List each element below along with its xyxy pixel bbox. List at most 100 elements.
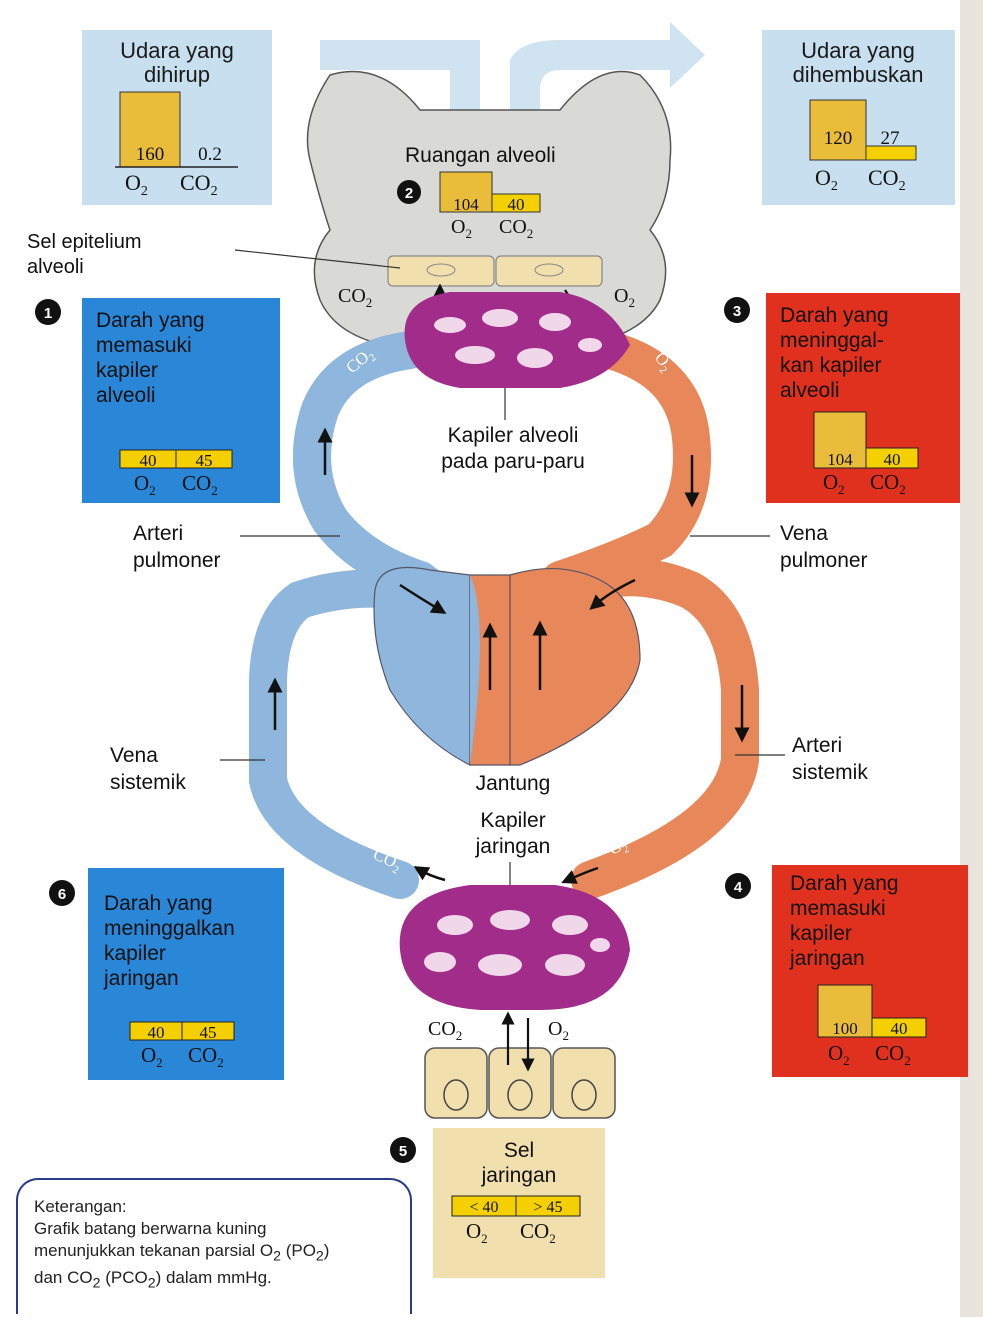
exhaled-co2-value: 27 <box>881 128 900 149</box>
svg-text:CO2: CO2 <box>520 1219 556 1246</box>
alveolar-o2-label: O2 <box>451 216 472 241</box>
svg-text:40: 40 <box>884 450 901 469</box>
svg-text:Darah yang: Darah yang <box>96 309 205 332</box>
alveolar-capillary-label-2: pada paru-paru <box>441 450 585 473</box>
systemic-vein-label-1: Vena <box>110 744 158 767</box>
svg-text:3: 3 <box>733 303 741 320</box>
inhaled-o2-bar <box>119 91 181 168</box>
svg-text:Darah yang: Darah yang <box>780 304 889 327</box>
box-1-blood-entering-alveolar-capillary: 1 Darah yang memasuki kapiler alveoli 40… <box>35 298 280 503</box>
svg-text:Darah yang: Darah yang <box>104 892 213 915</box>
svg-text:jaringan: jaringan <box>103 967 179 990</box>
alveoli-co2-exchange: CO2 <box>338 285 372 310</box>
inhaled-o2-label: O2 <box>125 170 148 199</box>
pulmonary-artery-label-1: Arteri <box>133 522 183 545</box>
alveolar-space-title: Ruangan alveoli <box>405 144 556 167</box>
systemic-artery-label-1: Arteri <box>792 734 842 757</box>
alveolar-space-box: Ruangan alveoli 2 104 40 O2 CO2 <box>397 144 556 241</box>
svg-text:1: 1 <box>44 305 52 322</box>
alveolar-o2-bar <box>439 171 493 213</box>
svg-text:jaringan: jaringan <box>789 947 865 970</box>
pulmonary-artery-label-2: pulmoner <box>133 549 221 572</box>
tissue-co2-exchange: CO2 <box>428 1018 462 1043</box>
svg-text:40: 40 <box>891 1019 908 1038</box>
alveolar-o2-value: 104 <box>453 195 479 214</box>
alveolar-co2-bar <box>491 193 541 213</box>
tissue-capillary-label-1: Kapiler <box>480 809 545 832</box>
box-5-tissue-cells: 5 Sel jaringan < 40 > 45 O2 CO2 <box>390 1128 605 1278</box>
legend-line-1: Grafik batang berwarna kuning <box>34 1219 267 1238</box>
svg-text:kapiler: kapiler <box>96 359 158 382</box>
svg-text:alveoli: alveoli <box>780 379 840 402</box>
badge-2-circle <box>397 180 421 204</box>
pulmonary-vein-label-2: pulmoner <box>780 549 868 572</box>
inhaled-co2-value: 0.2 <box>198 144 222 165</box>
legend-title: Keterangan: <box>34 1197 127 1216</box>
legend-line-3: dan CO2 (PCO2) dalam mmHg. <box>34 1268 272 1292</box>
svg-text:> 45: > 45 <box>533 1199 562 1216</box>
svg-text:104: 104 <box>827 450 853 469</box>
flow-arrows <box>267 427 750 884</box>
epithelium-pointer <box>234 249 401 269</box>
svg-text:jaringan: jaringan <box>481 1164 557 1187</box>
box-4-blood-entering-tissue-capillary: 4 Darah yang memasuki kapiler jaringan 1… <box>725 865 968 1077</box>
box-6-blood-leaving-tissue-capillary: 6 Darah yang meninggalkan kapiler jaring… <box>49 868 284 1080</box>
epithelium-label-2: alveoli <box>27 256 84 278</box>
exhaled-title-1: Udara yang <box>801 38 915 63</box>
alveoli-o2-exchange: O2 <box>614 285 635 310</box>
svg-text:meninggalkan: meninggalkan <box>104 917 235 940</box>
epithelium-label-1: Sel epitelium <box>27 231 142 253</box>
legend-line-2: menunjukkan tekanan parsial O2 (PO2) <box>34 1241 330 1265</box>
svg-text:kapiler: kapiler <box>790 922 852 945</box>
inhaled-title-1: Udara yang <box>120 38 234 63</box>
inhaled-co2-label: CO2 <box>180 170 218 199</box>
svg-text:O2: O2 <box>823 470 845 497</box>
alveolar-capillary <box>404 292 630 388</box>
inhaled-title-2: dihirup <box>144 62 210 87</box>
exhaled-o2-value: 120 <box>824 128 853 149</box>
inhaled-o2-value: 160 <box>136 144 165 165</box>
heart-label: Jantung <box>476 772 551 795</box>
svg-text:memasuki: memasuki <box>790 897 886 920</box>
svg-text:CO2: CO2 <box>870 470 906 497</box>
alveolar-co2-value: 40 <box>508 195 525 214</box>
svg-text:O2: O2 <box>828 1041 850 1068</box>
svg-text:6: 6 <box>58 886 66 903</box>
exhaled-co2-label: CO2 <box>868 165 906 194</box>
svg-text:Darah yang: Darah yang <box>790 872 899 895</box>
legend-box: Keterangan: Grafik batang berwarna kunin… <box>16 1178 412 1314</box>
exhaled-o2-label: O2 <box>815 165 838 194</box>
svg-text:kapiler: kapiler <box>104 942 166 965</box>
blood-vessels <box>249 331 759 899</box>
pulmonary-vein-label-1: Vena <box>780 522 828 545</box>
alveolar-co2-label: CO2 <box>499 216 533 241</box>
svg-text:O2: O2 <box>134 471 156 498</box>
exhaled-co2-bar <box>865 145 917 161</box>
epithelium-cells <box>387 255 603 287</box>
systemic-vein-label-2: sistemik <box>110 771 186 794</box>
exhaled-air-box: Udara yang dihembuskan 120 27 O2 CO2 <box>762 30 955 205</box>
svg-text:memasuki: memasuki <box>96 334 192 357</box>
tissue-capillary <box>399 885 630 1010</box>
svg-text:40: 40 <box>140 451 157 470</box>
page-edge-shade <box>960 0 983 1317</box>
exhaled-title-2: dihembuskan <box>793 62 924 87</box>
svg-text:40: 40 <box>148 1023 165 1042</box>
svg-text:Sel: Sel <box>504 1139 534 1162</box>
tissue-o2-exchange: O2 <box>548 1018 569 1043</box>
svg-text:CO2: CO2 <box>182 471 218 498</box>
heart <box>373 566 641 766</box>
svg-text:kan kapiler: kan kapiler <box>780 354 882 377</box>
svg-text:< 40: < 40 <box>469 1199 498 1216</box>
alveolar-capillary-label-1: Kapiler alveoli <box>448 424 579 447</box>
svg-text:4: 4 <box>734 879 743 896</box>
svg-text:45: 45 <box>196 451 213 470</box>
svg-text:O2: O2 <box>141 1043 163 1070</box>
svg-text:CO2: CO2 <box>188 1043 224 1070</box>
svg-text:100: 100 <box>832 1019 858 1038</box>
box-3-blood-leaving-alveolar-capillary: 3 Darah yang meninggal- kan kapiler alve… <box>724 293 960 503</box>
exhaled-o2-bar <box>809 99 867 161</box>
svg-text:meninggal-: meninggal- <box>780 329 884 352</box>
